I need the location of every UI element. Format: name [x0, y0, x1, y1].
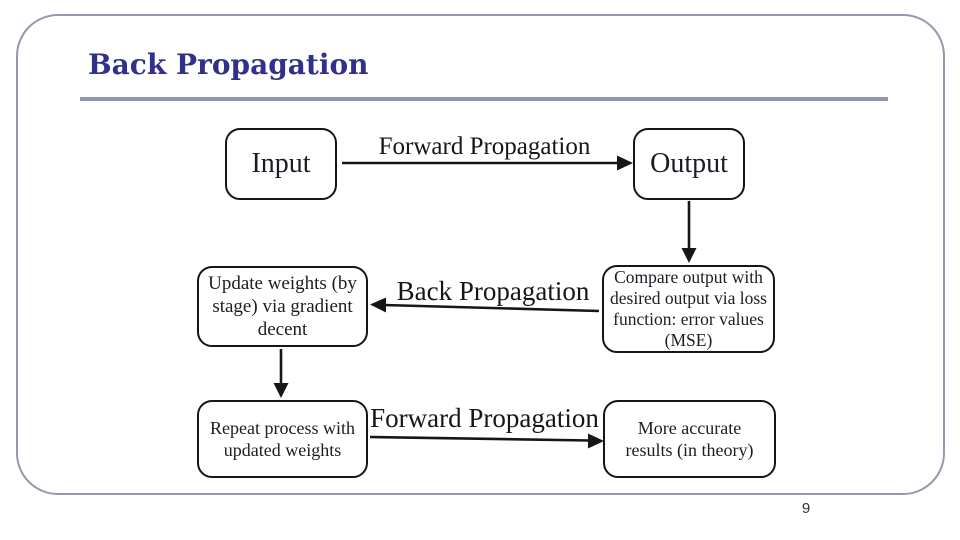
flow-node-update-weights: Update weights (by stage) via gradient d…: [197, 266, 368, 347]
flow-node-repeat-process: Repeat process with updated weights: [197, 400, 368, 478]
flow-node-output: Output: [633, 128, 745, 200]
flow-node-input: Input: [225, 128, 337, 200]
slide-title: Back Propagation: [88, 48, 369, 81]
edge-label-forward-propagation-top: Forward Propagation: [378, 133, 591, 160]
flow-node-more-accurate: More accurate results (in theory): [603, 400, 776, 478]
flow-node-compare-output: Compare output with desired output via l…: [602, 265, 775, 353]
edge-label-forward-propagation-bottom: Forward Propagation: [370, 403, 599, 433]
title-underline-rule: [80, 97, 888, 101]
slide-border-frame: [16, 14, 945, 495]
page-number: 9: [801, 500, 811, 517]
edge-label-back-propagation: Back Propagation: [396, 276, 590, 306]
